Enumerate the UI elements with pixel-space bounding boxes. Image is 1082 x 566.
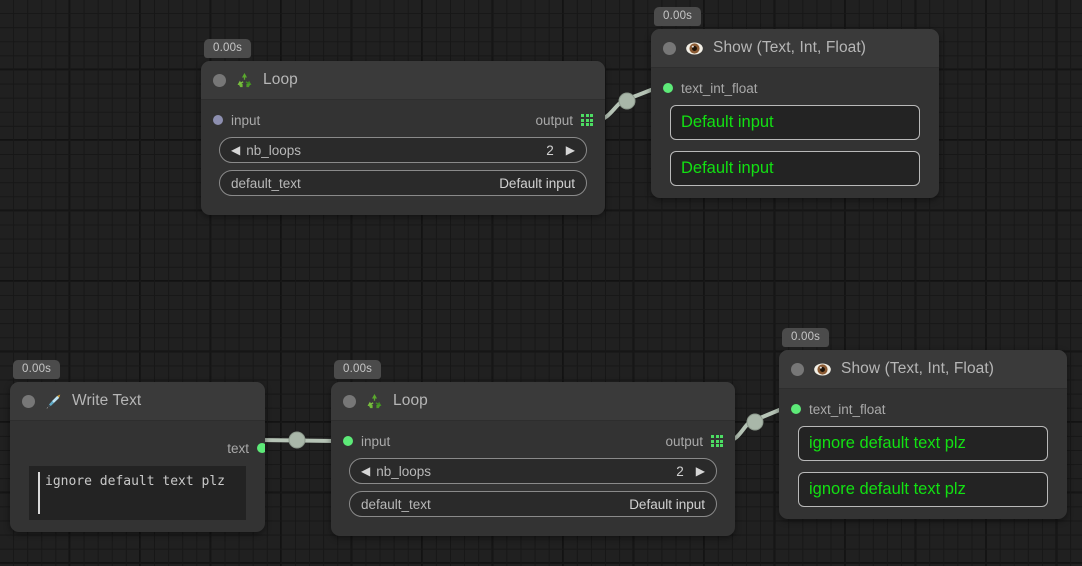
recycle-icon <box>237 72 252 87</box>
edge-handle[interactable] <box>746 413 764 431</box>
input-port-label: text_int_float <box>809 401 886 417</box>
value-display: ignore default text plz <box>798 472 1048 507</box>
collapse-toggle-icon[interactable] <box>663 41 676 55</box>
node-header[interactable]: Loop <box>331 382 735 421</box>
recycle-icon <box>367 393 382 408</box>
node-show-bottom[interactable]: Show (Text, Int, Float) text_int_float i… <box>779 350 1067 519</box>
node-header[interactable]: Show (Text, Int, Float) <box>651 29 939 68</box>
edge-handle[interactable] <box>288 431 306 449</box>
param-default-text-field[interactable]: default_text Default input <box>349 491 717 517</box>
stepper-increment-icon[interactable]: ▶ <box>695 464 705 478</box>
port-row: input output <box>213 110 593 130</box>
edge-write-text-to-loop-bottom <box>256 438 338 443</box>
collapse-toggle-icon[interactable] <box>22 394 35 408</box>
param-name: nb_loops <box>246 142 302 158</box>
eye-icon <box>686 41 703 55</box>
node-title: Show (Text, Int, Float) <box>841 360 995 377</box>
value-display: ignore default text plz <box>798 426 1048 461</box>
stepper-decrement-icon[interactable]: ◀ <box>361 464 371 478</box>
text-editor[interactable]: ignore default text plz <box>29 466 246 520</box>
output-port-label: output <box>665 433 703 449</box>
node-body: text_int_float ignore default text plz i… <box>779 389 1067 519</box>
param-value: Default input <box>499 175 575 191</box>
node-title: Write Text <box>72 392 142 409</box>
port-row: text_int_float <box>663 78 927 98</box>
input-port-label: text_int_float <box>681 80 758 96</box>
input-port-dot[interactable] <box>791 404 801 414</box>
input-port-label: input <box>361 433 391 449</box>
param-name: default_text <box>361 496 431 512</box>
param-value: 2 <box>676 463 684 479</box>
node-timer-badge: 0.00s <box>654 7 702 26</box>
node-header[interactable]: Show (Text, Int, Float) <box>779 350 1067 389</box>
stepper-decrement-icon[interactable]: ◀ <box>231 143 241 157</box>
output-port-label: output <box>535 112 573 128</box>
collapse-toggle-icon[interactable] <box>213 73 226 87</box>
output-port-dot[interactable] <box>257 443 265 453</box>
edge-handle[interactable] <box>618 92 636 110</box>
value-display: Default input <box>670 105 920 140</box>
node-body: text_int_float Default input Default inp… <box>651 68 939 198</box>
node-header[interactable]: Write Text <box>10 382 265 421</box>
node-loop-bottom[interactable]: Loop input output ◀ nb_loops 2 <box>331 382 735 536</box>
node-timer-badge: 0.00s <box>204 39 252 58</box>
node-timer-badge: 0.00s <box>334 360 382 379</box>
edge-loop-bottom-to-show-bottom <box>725 406 786 443</box>
node-loop-top[interactable]: Loop input output ◀ nb_loops 2 <box>201 61 605 215</box>
port-row: text_int_float <box>791 399 1055 419</box>
port-row: input output <box>343 431 723 451</box>
param-value: Default input <box>629 496 705 512</box>
node-timer-badge: 0.00s <box>13 360 61 379</box>
node-body: text ignore default text plz <box>10 421 265 532</box>
param-default-text-field[interactable]: default_text Default input <box>219 170 587 196</box>
stepper-increment-icon[interactable]: ▶ <box>565 143 575 157</box>
node-header[interactable]: Loop <box>201 61 605 100</box>
collapse-toggle-icon[interactable] <box>343 394 356 408</box>
param-value: 2 <box>546 142 554 158</box>
node-title: Loop <box>393 392 428 409</box>
output-port-label: text <box>227 440 249 456</box>
input-port-dot[interactable] <box>343 436 353 446</box>
node-title: Show (Text, Int, Float) <box>713 39 867 56</box>
input-port-label: input <box>231 112 261 128</box>
text-caret <box>38 472 40 514</box>
node-body: input output ◀ nb_loops 2 ▶ default_text <box>331 421 735 536</box>
eye-icon <box>814 362 831 376</box>
grid-icon[interactable] <box>581 114 593 126</box>
input-port-dot[interactable] <box>663 83 673 93</box>
input-port-dot[interactable] <box>213 115 223 125</box>
node-show-top[interactable]: Show (Text, Int, Float) text_int_float D… <box>651 29 939 198</box>
node-write-text[interactable]: Write Text text ignore default text plz <box>10 382 265 532</box>
pen-icon <box>46 394 61 409</box>
editor-text: ignore default text plz <box>45 474 226 489</box>
edge-loop-top-to-show-top <box>595 86 658 122</box>
param-name: default_text <box>231 175 301 191</box>
node-timer-badge: 0.00s <box>782 328 830 347</box>
param-nb-loops-stepper[interactable]: ◀ nb_loops 2 ▶ <box>219 137 587 163</box>
collapse-toggle-icon[interactable] <box>791 362 804 376</box>
param-nb-loops-stepper[interactable]: ◀ nb_loops 2 ▶ <box>349 458 717 484</box>
node-body: input output ◀ nb_loops 2 ▶ default_text <box>201 100 605 215</box>
value-display: Default input <box>670 151 920 186</box>
grid-icon[interactable] <box>711 435 723 447</box>
param-name: nb_loops <box>376 463 432 479</box>
port-row: text <box>22 438 265 458</box>
node-title: Loop <box>263 71 298 88</box>
